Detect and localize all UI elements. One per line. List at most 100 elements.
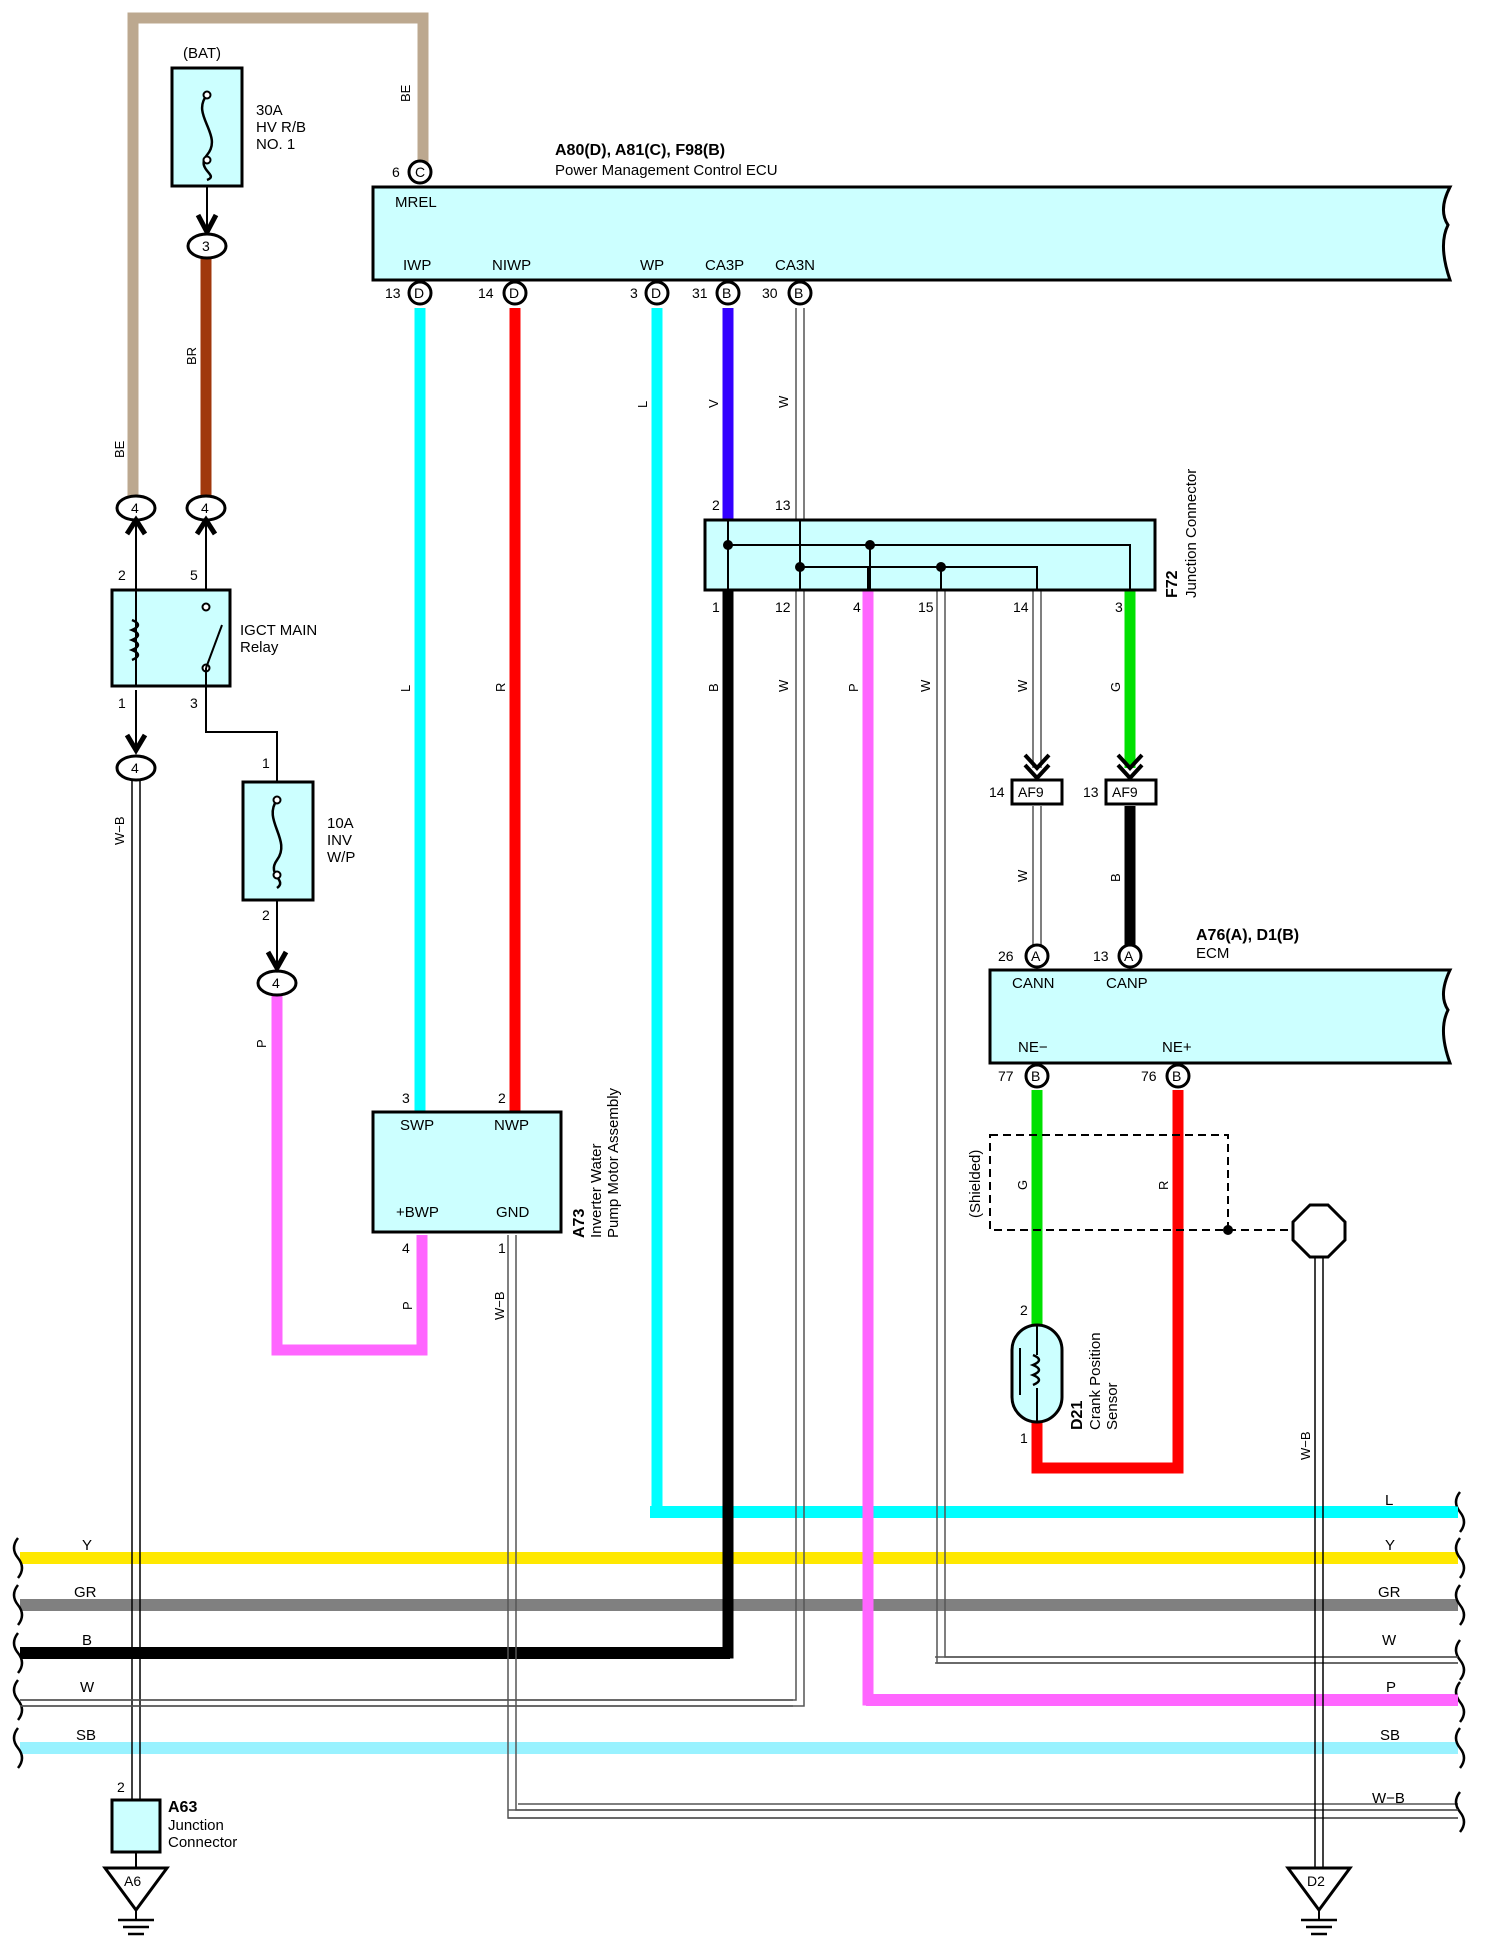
af9-left-pin: 14 (989, 784, 1005, 800)
plug-top-right: 4 (201, 500, 209, 516)
bus-labels: L Y Y GR GR B W W P SB SB W−B (74, 1492, 1405, 1807)
bat-fuse-line-2: HV R/B (256, 119, 306, 136)
wl-g-jc3: G (1108, 682, 1123, 692)
ecu-pin-num-ca3n: 30 (762, 285, 778, 301)
wl-p-pump: P (400, 1301, 415, 1310)
crank-name-line-1: Crank Position (1087, 1332, 1104, 1430)
bat-fuse-line-1: 30A (256, 102, 283, 119)
inv-fuse-line-2: INV (327, 832, 352, 849)
a63-pin: 2 (117, 1779, 125, 1795)
ecu-mrel-label: MREL (395, 194, 437, 211)
relay-pin-coil-bottom: 1 (118, 695, 126, 711)
break-marks (12, 1491, 1466, 1833)
inv-fuse-10a: 1 2 10A INV W/P (241, 755, 355, 923)
wl-w-jc12: W (776, 679, 791, 692)
igct-main-relay: 2 5 1 3 IGCT MAIN Relay (110, 567, 317, 711)
pump-name-line-1: Inverter Water (588, 1144, 605, 1238)
ecm-title: A76(A), D1(B) (1196, 927, 1299, 944)
pump-nwp-num: 2 (498, 1090, 506, 1106)
ecu-pin-conn-wp: D (651, 285, 661, 301)
pump-id: A73 (571, 1209, 588, 1238)
wire-be (127, 12, 429, 500)
inverter-water-pump: 3 2 SWP NWP +BWP GND 4 1 A73 Inverter Wa… (371, 1087, 622, 1256)
pump-swp-num: 3 (402, 1090, 410, 1106)
bus-left-label-sb: SB (76, 1727, 96, 1744)
wire-labels: BE BE BR W−B P P L R L V W B W P W W G W… (112, 84, 1313, 1460)
wire-p-inv (271, 995, 428, 1356)
wl-be-left: BE (112, 440, 127, 458)
wire-b-bus (20, 590, 734, 1659)
wl-p-inv: P (254, 1039, 269, 1048)
wire-p-bus (862, 590, 1458, 1706)
ecu-pin-conn-niwp: D (509, 285, 519, 301)
inv-fuse-line-1: 10A (327, 815, 354, 832)
wl-g-ne: G (1015, 1180, 1030, 1190)
bus-right-label-p: P (1386, 1679, 1396, 1696)
ecu-pin-conn-iwp: D (414, 285, 424, 301)
wl-w-jc15: W (918, 679, 933, 692)
af9-connectors: AF9 14 AF9 13 (989, 753, 1158, 806)
plug-fuse-top: 3 (202, 238, 210, 254)
wl-be-top: BE (398, 84, 413, 102)
ecm-pin-num-canp: 13 (1093, 948, 1109, 964)
ecu-pin-label-wp: WP (640, 257, 664, 274)
junction-connector-a63: 2 A63 Junction Connector (110, 1779, 237, 1868)
jc-top-pin-2: 2 (712, 497, 720, 513)
wl-w-af9: W (1015, 869, 1030, 882)
pump-swp-label: SWP (400, 1117, 434, 1134)
bus-right-label-y: Y (1385, 1537, 1395, 1554)
crank-id: D21 (1069, 1401, 1086, 1430)
bus-left-label-y: Y (82, 1537, 92, 1554)
pump-bwp-num: 4 (402, 1240, 410, 1256)
bus-left-label-w: W (80, 1679, 95, 1696)
wl-wb-pump: W−B (492, 1291, 507, 1320)
ecu-pin-label-iwp: IWP (403, 257, 431, 274)
relay-pin-contact-bottom: 3 (190, 695, 198, 711)
af9-right-pin: 13 (1083, 784, 1099, 800)
ecu-title: A80(D), A81(C), F98(B) (555, 142, 725, 159)
ecm-pin-label-ne-plus: NE+ (1162, 1039, 1192, 1056)
ground-right-label: D2 (1307, 1873, 1325, 1889)
ecm-pin-num-ne-minus: 77 (998, 1068, 1014, 1084)
ecu-pin-num-ca3p: 31 (692, 285, 708, 301)
jc-bottom-pin-3: 3 (1115, 599, 1123, 615)
ecm-pin-num-cann: 26 (998, 948, 1014, 964)
ecm-pin-label-ne-minus: NE− (1018, 1039, 1048, 1056)
ecu-mrel-pin: 6 (392, 164, 400, 180)
ecu-pin-num-iwp: 13 (385, 285, 401, 301)
af9-right-label: AF9 (1112, 784, 1138, 800)
wl-l-iwp: L (398, 685, 413, 692)
ecm-pin-num-ne-plus: 76 (1141, 1068, 1157, 1084)
wl-b-af9: B (1108, 873, 1123, 882)
bat-label: (BAT) (183, 45, 221, 62)
ecu-pin-label-ca3p: CA3P (705, 257, 744, 274)
a63-name-line-2: Connector (168, 1834, 237, 1851)
power-management-ecu: A80(D), A81(C), F98(B) Power Management … (371, 142, 1453, 306)
ecm-subtitle: ECM (1196, 945, 1229, 962)
wl-wb-right: W−B (1298, 1431, 1313, 1460)
bus-left-label-b: B (82, 1632, 92, 1649)
bus-left-label-gr: GR (74, 1584, 97, 1601)
wl-b-jc: B (706, 683, 721, 692)
wire-l-wp (651, 308, 1458, 1518)
a63-id: A63 (168, 1799, 197, 1816)
ground-left: A6 (102, 1866, 170, 1936)
ecu-pin-num-wp: 3 (630, 285, 638, 301)
ecm-pin-conn-canp: A (1124, 948, 1134, 964)
ecu-pin-conn-ca3p: B (722, 285, 731, 301)
wires (20, 12, 1458, 1870)
ecm-pin-label-cann: CANN (1012, 975, 1055, 992)
relay-name-line-2: Relay (240, 639, 279, 656)
jc-bottom-pin-4: 4 (853, 599, 861, 615)
wl-r-niwp: R (493, 683, 508, 692)
crank-name-line-2: Sensor (1104, 1382, 1121, 1430)
wl-l-wp: L (635, 401, 650, 408)
ecu-pin-label-ca3n: CA3N (775, 257, 815, 274)
ecu-pin-num-niwp: 14 (478, 285, 494, 301)
inv-fuse-pin-bottom: 2 (262, 907, 270, 923)
shield-ground-point (1291, 1203, 1347, 1259)
plug-inv-bottom: 4 (272, 975, 280, 991)
wl-v: V (706, 399, 721, 408)
bus-lines (20, 1506, 1458, 1819)
relay-name-line-1: IGCT MAIN (240, 622, 317, 639)
